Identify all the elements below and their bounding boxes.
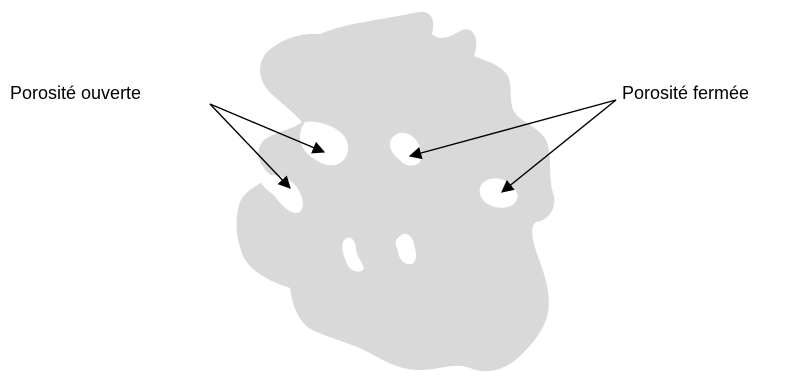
label-open-porosity: Porosité ouverte <box>10 83 141 103</box>
label-closed-porosity: Porosité fermée <box>622 83 749 103</box>
